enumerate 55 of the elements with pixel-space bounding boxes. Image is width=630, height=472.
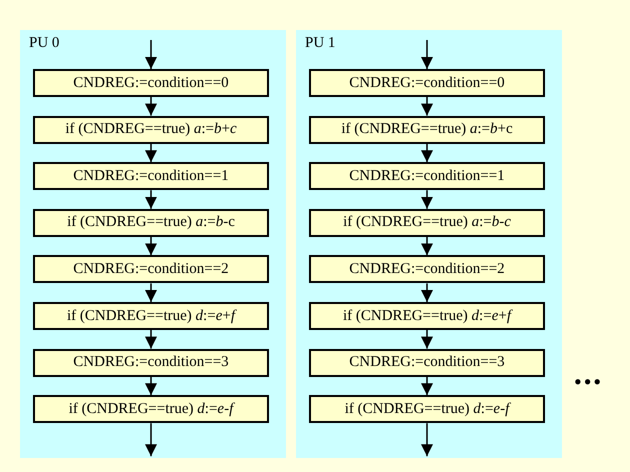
- instruction-text: CNDREG:=condition==1: [73, 168, 229, 185]
- arrow: [145, 236, 157, 256]
- instruction-box: [33, 302, 269, 330]
- instruction-text: if (CNDREG==true) a:=b+c: [341, 121, 513, 138]
- arrow: [145, 283, 157, 302]
- instruction-text: if (CNDREG==true) d:=e+f: [342, 308, 511, 324]
- instruction-box: [309, 162, 545, 190]
- arrow: [145, 144, 157, 162]
- instruction-box: [33, 348, 269, 377]
- instruction-text: CNDREG:=condition==2: [349, 260, 505, 278]
- panel-heading: PU 0: [29, 34, 60, 52]
- instruction-text: if (CNDREG==true) d:=e-f: [68, 400, 234, 418]
- instruction-box: [33, 162, 269, 190]
- instruction-box: [33, 208, 269, 237]
- arrow: [145, 40, 157, 69]
- instruction-box: [309, 208, 545, 237]
- instruction-box: [33, 116, 269, 144]
- instruction-text: CNDREG:=condition==0: [349, 74, 505, 92]
- processing-unit-panel: [296, 30, 562, 458]
- arrow: [421, 283, 433, 302]
- instruction-box: [309, 395, 545, 424]
- arrow: [421, 97, 433, 116]
- arrow: [145, 190, 157, 209]
- instruction-text: CNDREG:=condition==0: [73, 74, 229, 92]
- instruction-text: if (CNDREG==true) d:=e-f: [344, 400, 510, 418]
- arrow: [145, 97, 157, 116]
- instruction-box: [309, 116, 545, 144]
- ellipsis: •••: [574, 370, 604, 394]
- instruction-text: CNDREG:=condition==2: [73, 260, 229, 278]
- instruction-box: [309, 69, 545, 97]
- instruction-text: CNDREG:=condition==3: [349, 354, 505, 372]
- arrow: [421, 144, 433, 162]
- processing-unit-panel: [20, 30, 286, 458]
- instruction-box: [33, 395, 269, 424]
- arrow: [145, 423, 157, 456]
- arrow: [145, 330, 157, 349]
- arrow: [145, 376, 157, 396]
- instruction-text: if (CNDREG==true) a:=b+c: [65, 121, 237, 138]
- instruction-text: if (CNDREG==true) d:=e+f: [66, 308, 235, 324]
- arrow: [421, 236, 433, 256]
- instruction-box: [309, 302, 545, 330]
- instruction-box: [33, 69, 269, 97]
- arrow: [421, 423, 433, 456]
- instruction-text: if (CNDREG==true) a:=b-c: [67, 214, 235, 232]
- arrow: [421, 190, 433, 209]
- instruction-box: [309, 348, 545, 377]
- instruction-text: CNDREG:=condition==3: [73, 354, 229, 372]
- instruction-text: CNDREG:=condition==1: [349, 168, 505, 185]
- instruction-box: [309, 255, 545, 284]
- instruction-text: if (CNDREG==true) a:=b-c: [343, 214, 511, 232]
- panel-heading: PU 1: [305, 34, 336, 52]
- instruction-box: [33, 255, 269, 284]
- arrow: [421, 376, 433, 396]
- arrow: [421, 40, 433, 69]
- arrow: [421, 330, 433, 349]
